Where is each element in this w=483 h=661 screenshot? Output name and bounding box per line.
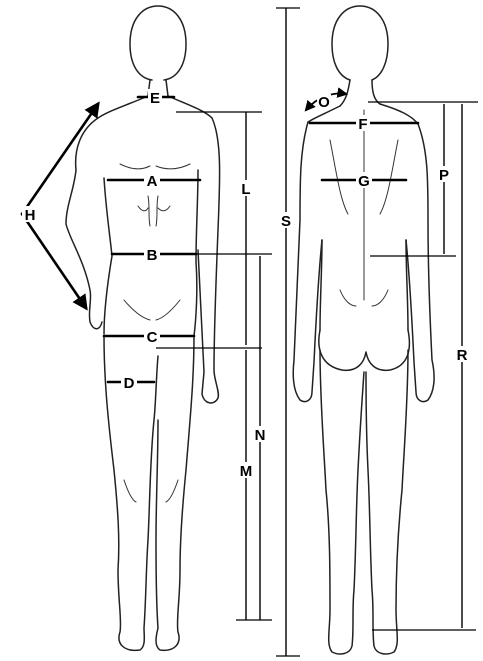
label-o: O [318, 94, 330, 111]
label-n: N [255, 427, 266, 444]
label-b: B [147, 247, 158, 264]
back-measurements [276, 8, 478, 656]
front-head [130, 6, 186, 80]
back-left-leg [320, 350, 364, 654]
back-left-arm [293, 122, 322, 402]
back-right-arm [406, 124, 434, 402]
front-left-torso [104, 178, 112, 334]
back-right-leg [366, 350, 408, 654]
label-d: D [124, 375, 135, 392]
label-r: R [457, 347, 468, 364]
front-hip-detail [124, 300, 180, 320]
back-head [332, 6, 388, 80]
label-p: P [439, 167, 449, 184]
label-c: C [147, 329, 158, 346]
front-right-leg [156, 336, 194, 650]
back-buttocks [319, 330, 410, 370]
front-right-arm [198, 118, 220, 403]
label-s: S [281, 213, 291, 230]
label-g: G [358, 173, 370, 190]
label-e: E [150, 90, 160, 107]
front-figure [66, 6, 220, 650]
label-h: H [25, 207, 36, 224]
label-m: M [240, 463, 253, 480]
label-f: F [358, 116, 367, 133]
front-left-arm [66, 118, 102, 329]
label-l: L [241, 181, 250, 198]
front-knee-detail [124, 480, 178, 502]
label-a: A [147, 173, 158, 190]
